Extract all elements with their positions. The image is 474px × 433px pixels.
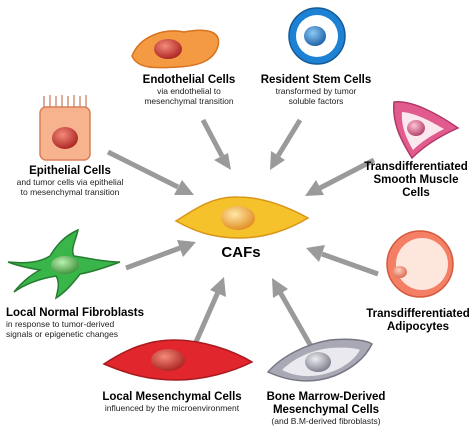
arrow-from-local-mesenchymal: [193, 277, 226, 344]
arrow-from-epithelial: [106, 149, 194, 195]
arrow-from-bone-marrow: [272, 278, 315, 350]
adipocytes-label: Transdifferentiated Adipocytes: [364, 308, 472, 334]
adipocytes-title-line-1: Transdifferentiated: [366, 308, 470, 320]
arrows: [106, 118, 379, 350]
epithelial-cell: [39, 95, 91, 161]
bone-marrow-title-line-2: Mesenchymal Cells: [272, 404, 380, 417]
resident-stem-label: Resident Stem Cells transformed by tumor…: [252, 74, 380, 107]
resident-stem-title: Resident Stem Cells: [260, 74, 372, 86]
epithelial-subtitle-line-2: to mesenchymal transition: [20, 186, 120, 197]
smooth-muscle-title-line-2: Smooth Muscle Cells: [373, 174, 459, 200]
bone-marrow-label: Bone Marrow-Derived Mesenchymal Cells (a…: [256, 391, 396, 427]
adipocyte-cell: [386, 230, 454, 298]
endothelial-label: Endothelial Cells via endothelial to mes…: [114, 74, 264, 107]
smooth-muscle-title-line-1: Transdifferentiated: [364, 161, 468, 173]
arrow-from-resident-stem: [270, 118, 303, 170]
epithelial-title: Epithelial Cells: [29, 165, 111, 177]
endothelial-title: Endothelial Cells: [142, 74, 236, 86]
resident-stem-subtitle-line-2: soluble factors: [288, 95, 344, 106]
epithelial-label: Epithelial Cells and tumor cells via epi…: [2, 165, 138, 198]
smooth-muscle-cell: [393, 101, 460, 160]
local-mesenchymal-label: Local Mesenchymal Cells influenced by th…: [88, 391, 256, 414]
bone-marrow-subtitle-line-1: (and B.M-derived fibroblasts): [271, 416, 381, 427]
local-fibroblasts-title: Local Normal Fibroblasts: [6, 307, 145, 319]
endothelial-cell: [131, 29, 220, 69]
endothelial-subtitle-line-1: via endothelial to: [157, 86, 221, 97]
arrow-from-endothelial: [200, 118, 231, 170]
epithelial-subtitle-line-1: and tumor cells via epithelial: [16, 177, 124, 188]
local-mesenchymal-title: Local Mesenchymal Cells: [102, 391, 242, 403]
local-mesenchymal-subtitle-line-1: influenced by the microenvironment: [104, 403, 240, 414]
endothelial-subtitle-line-2: mesenchymal transition: [144, 95, 234, 106]
resident-stem-subtitle-line-1: transformed by tumor: [275, 86, 357, 97]
arrow-from-adipocytes: [306, 245, 379, 277]
local-fibroblasts-subtitle-line-2: signals or epigenetic changes: [6, 328, 118, 339]
local-fibroblast-cell: [7, 228, 121, 300]
local-fibroblasts-label: Local Normal Fibroblasts in response to …: [6, 307, 166, 340]
resident-stem-cell: [288, 7, 346, 65]
smooth-muscle-label: Transdifferentiated Smooth Muscle Cells: [360, 161, 472, 201]
arrow-from-smooth-muscle: [305, 157, 376, 196]
adipocytes-title-line-2: Adipocytes: [387, 321, 449, 334]
arrow-from-local-fibroblasts: [125, 240, 196, 271]
caf-label: CAFs: [221, 244, 261, 261]
bone-marrow-cell: [266, 338, 373, 382]
caf-cell: [174, 196, 310, 239]
local-mesenchymal-cell: [102, 339, 254, 381]
local-fibroblasts-subtitle-line-1: in response to tumor-derived: [6, 319, 115, 330]
bone-marrow-title-line-1: Bone Marrow-Derived: [266, 391, 386, 403]
